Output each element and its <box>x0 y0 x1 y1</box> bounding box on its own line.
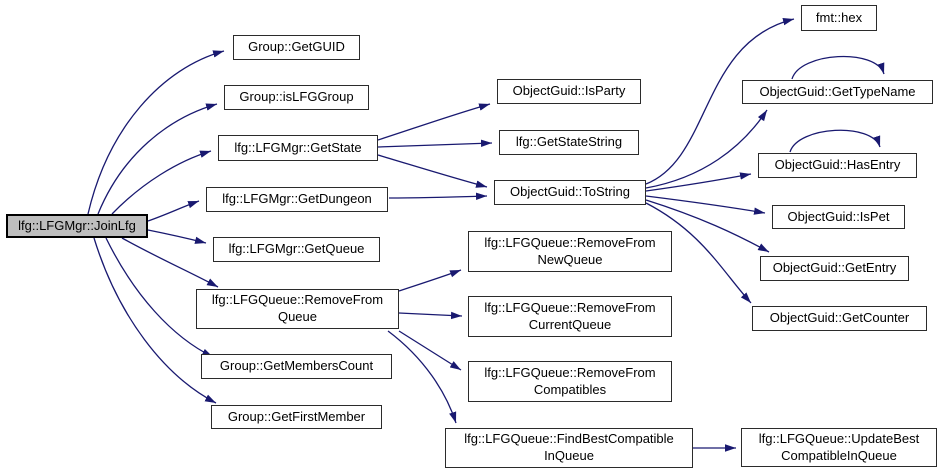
node-lfg-lfgmgr-getqueue[interactable]: lfg::LFGMgr::GetQueue <box>213 237 380 262</box>
edge-joinlfg-getfirstmember <box>93 237 217 404</box>
edge-getstate-isparty <box>377 103 491 141</box>
node-objectguid-ispet[interactable]: ObjectGuid::IsPet <box>772 205 905 229</box>
node-lfg-lfgmgr-getstate[interactable]: lfg::LFGMgr::GetState <box>218 135 378 161</box>
node-lfg-lfgmgr-getdungeon[interactable]: lfg::LFGMgr::GetDungeon <box>206 187 388 212</box>
edge-joinlfg-getguid <box>87 50 225 215</box>
edge-tostring-hasentry <box>645 172 752 192</box>
node-lfg-lfgqueue-removefromcompatibles[interactable]: lfg::LFGQueue::RemoveFrom Compatibles <box>468 361 672 402</box>
node-group-getfirstmember[interactable]: Group::GetFirstMember <box>211 405 382 429</box>
node-objectguid-gettypename[interactable]: ObjectGuid::GetTypeName <box>742 80 933 104</box>
node-objectguid-getcounter[interactable]: ObjectGuid::GetCounter <box>752 306 927 331</box>
edge-tostring-fmthex <box>645 18 795 185</box>
edge-hasentry-self-loop <box>789 129 881 153</box>
node-group-islfggroup[interactable]: Group::isLFGGroup <box>224 85 369 110</box>
node-lfg-lfgqueue-removefromcurrentqueue[interactable]: lfg::LFGQueue::RemoveFrom CurrentQueue <box>468 296 672 337</box>
node-group-getmemberscount[interactable]: Group::GetMembersCount <box>201 354 392 379</box>
edge-joinlfg-removefromqueue <box>121 237 219 288</box>
edge-joinlfg-getdungeon <box>147 200 200 222</box>
edge-tostring-getcounter <box>645 202 752 304</box>
node-group-getguid[interactable]: Group::GetGUID <box>233 35 360 60</box>
edge-removefromqueue-compatibles <box>398 330 462 371</box>
edge-joinlfg-getstate <box>111 150 212 215</box>
node-objectguid-getentry[interactable]: ObjectGuid::GetEntry <box>760 256 909 281</box>
edge-joinlfg-getqueue <box>147 229 207 244</box>
node-lfg-lfgqueue-updatebestcompatibleinqueue[interactable]: lfg::LFGQueue::UpdateBest CompatibleInQu… <box>741 428 937 467</box>
edge-removefromqueue-findbest <box>387 330 457 424</box>
edge-getstate-getstatestring <box>377 139 493 148</box>
node-objectguid-hasentry[interactable]: ObjectGuid::HasEntry <box>758 153 917 178</box>
node-lfg-lfgmgr-joinlfg: lfg::LFGMgr::JoinLfg <box>6 214 148 238</box>
node-lfg-lfgqueue-removefromnewqueue[interactable]: lfg::LFGQueue::RemoveFrom NewQueue <box>468 231 672 272</box>
node-fmt-hex[interactable]: fmt::hex <box>801 5 877 31</box>
node-objectguid-isparty[interactable]: ObjectGuid::IsParty <box>497 79 641 104</box>
node-lfg-lfgqueue-removefromqueue[interactable]: lfg::LFGQueue::RemoveFrom Queue <box>196 289 399 329</box>
edge-removefromqueue-newqueue <box>398 269 462 292</box>
node-lfg-getstatestring[interactable]: lfg::GetStateString <box>499 130 639 155</box>
edge-joinlfg-islfggroup <box>97 103 218 215</box>
edge-tostring-ispet <box>645 195 766 215</box>
node-lfg-lfgqueue-findbestcompatibleinqueue[interactable]: lfg::LFGQueue::FindBestCompatible InQueu… <box>445 428 693 468</box>
edge-joinlfg-getmemberscount <box>105 237 214 358</box>
edge-getstate-tostring <box>377 154 488 188</box>
edge-tostring-gettypename <box>645 109 768 189</box>
edge-tostring-getentry <box>645 199 770 253</box>
edge-getdungeon-tostring <box>388 192 488 201</box>
node-objectguid-tostring[interactable]: ObjectGuid::ToString <box>494 180 646 205</box>
edge-removefromqueue-currentqueue <box>398 311 463 320</box>
edge-gettypename-self-loop <box>791 55 885 80</box>
